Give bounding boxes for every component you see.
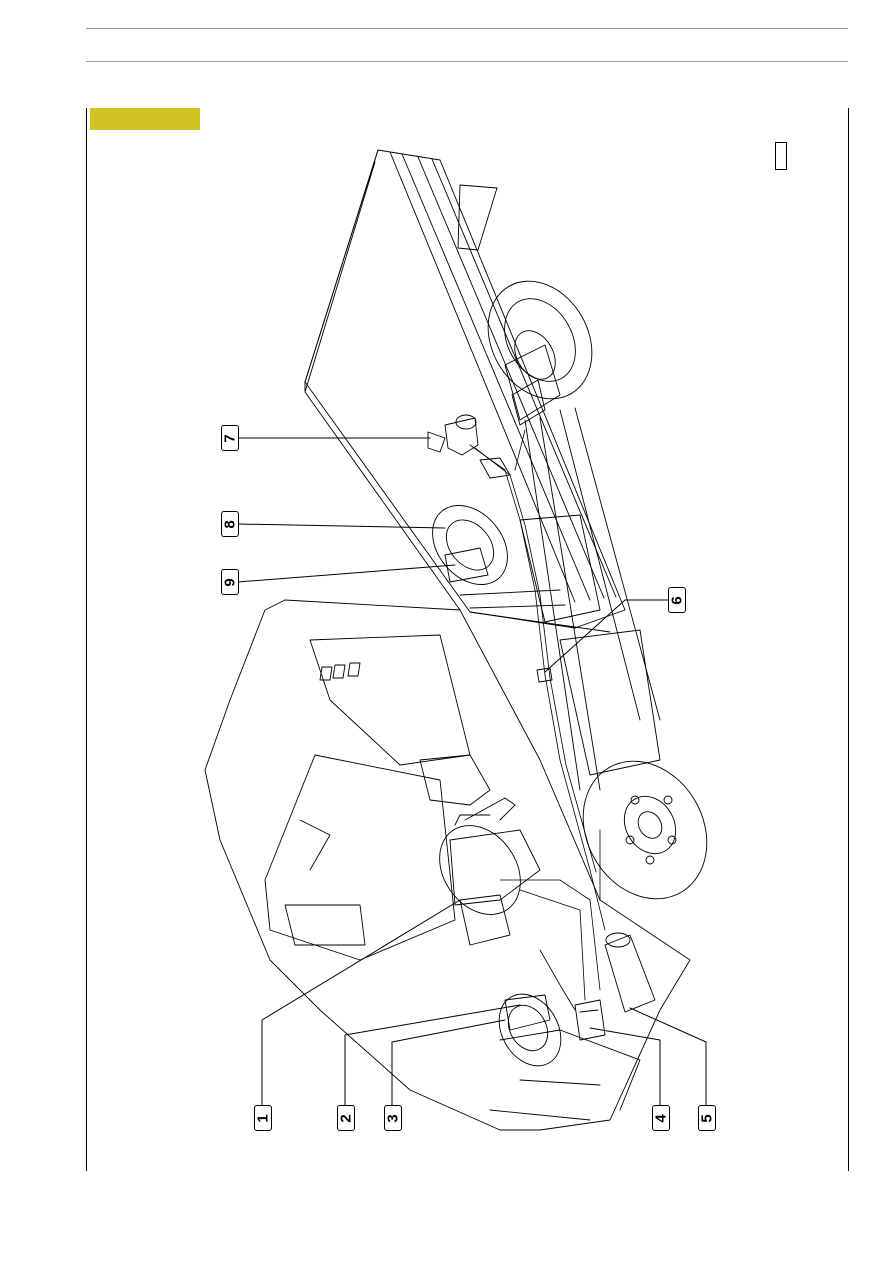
cargo-body xyxy=(304,149,626,633)
spare-wheel-and-unit xyxy=(432,505,508,585)
front-brake-left xyxy=(498,993,562,1067)
callout-9: 9 xyxy=(221,569,239,595)
callout-4: 4 xyxy=(652,1105,670,1131)
brake-lines xyxy=(469,429,606,1011)
fluid-reservoir xyxy=(604,932,656,1013)
callout-1: 1 xyxy=(254,1105,272,1131)
cab xyxy=(204,599,691,1131)
page-frame-left xyxy=(86,108,87,1171)
section-color-tag xyxy=(90,108,200,130)
page-frame-right xyxy=(848,108,849,1171)
callout-7: 7 xyxy=(221,425,239,451)
header-rule-top xyxy=(86,28,848,29)
rear-wheel xyxy=(487,280,593,426)
callout-8: 8 xyxy=(221,511,239,537)
chassis-frame xyxy=(459,407,661,791)
pipe-union xyxy=(536,667,553,683)
brake-servo-assembly xyxy=(439,797,541,946)
front-wheel-right xyxy=(582,760,708,900)
page-marker-box xyxy=(775,142,787,170)
callout-6: 6 xyxy=(668,587,686,613)
callout-3: 3 xyxy=(384,1105,402,1131)
callout-5: 5 xyxy=(698,1105,716,1131)
header-rule-bottom xyxy=(86,61,848,62)
load-sensing-valve xyxy=(427,414,511,479)
callout-leaders xyxy=(237,437,707,1106)
pressure-regulator xyxy=(574,999,606,1041)
callout-2: 2 xyxy=(337,1105,355,1131)
